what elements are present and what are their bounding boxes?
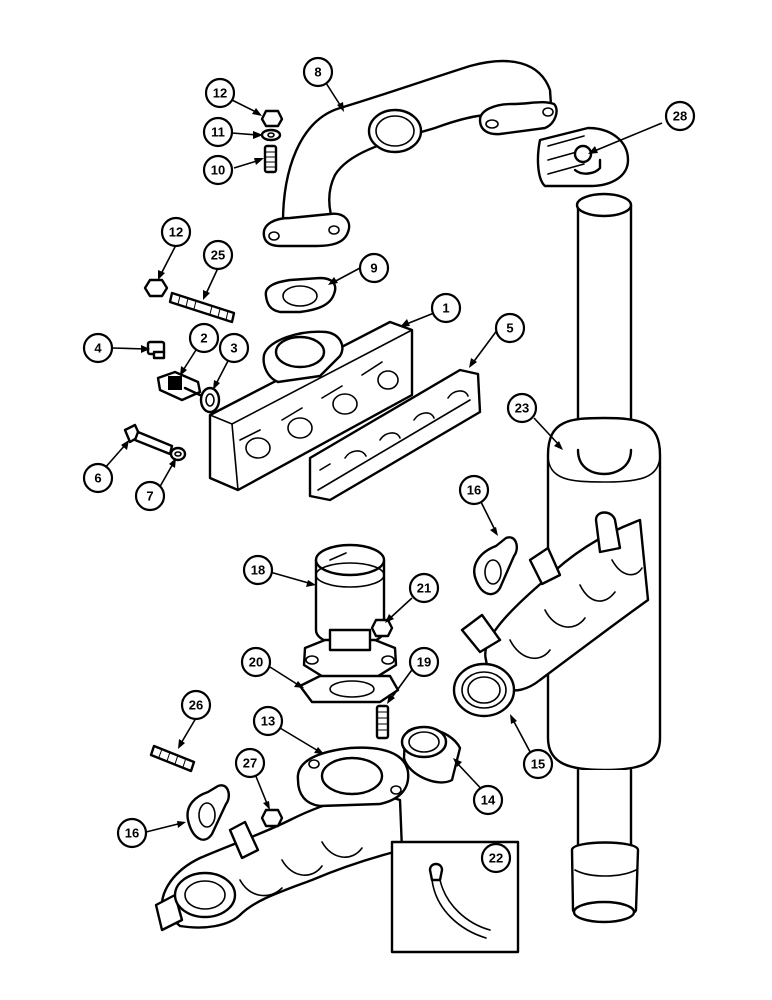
svg-text:16: 16 (125, 826, 139, 841)
callout-12-left: 12 (160, 216, 192, 248)
callout-7: 7 (134, 480, 166, 512)
washer-part-3 (199, 386, 221, 414)
svg-text:6: 6 (94, 471, 101, 486)
manifold-part-15 (452, 511, 650, 718)
connector-ring-part-14 (400, 725, 462, 784)
stud-part-19 (375, 704, 390, 740)
svg-text:10: 10 (211, 163, 225, 178)
svg-text:22: 22 (489, 851, 503, 866)
svg-text:7: 7 (146, 489, 153, 504)
nut-part-12-top (260, 109, 284, 128)
svg-text:1: 1 (442, 301, 449, 316)
svg-text:12: 12 (213, 86, 227, 101)
callout-11: 11 (202, 116, 234, 148)
callout-9: 9 (358, 252, 390, 284)
exhaust-manifold-part-1 (208, 320, 414, 492)
stud-part-25 (168, 291, 236, 324)
gasket-part-16-left (186, 784, 230, 841)
svg-text:18: 18 (251, 563, 265, 578)
bolt-part-6 (123, 423, 174, 456)
callout-23: 23 (506, 392, 538, 424)
svg-text:12: 12 (169, 225, 183, 240)
svg-text:20: 20 (249, 655, 263, 670)
nut-part-12-left (143, 278, 169, 298)
gasket-part-9 (264, 276, 337, 314)
svg-text:8: 8 (314, 65, 321, 80)
callout-3: 3 (218, 332, 250, 364)
svg-text:19: 19 (417, 655, 431, 670)
callout-25: 25 (202, 239, 234, 271)
callout-1: 1 (430, 292, 462, 324)
svg-text:4: 4 (94, 341, 102, 356)
svg-text:15: 15 (531, 757, 545, 772)
callout-27: 27 (234, 747, 266, 779)
svg-text:16: 16 (467, 483, 481, 498)
stud-part-10 (263, 144, 278, 174)
stud-part-26 (149, 744, 196, 773)
svg-text:14: 14 (481, 793, 496, 808)
callout-28: 28 (664, 100, 696, 132)
callout-16-right: 16 (458, 474, 490, 506)
callout-12-top: 12 (204, 77, 236, 109)
callout-19: 19 (408, 646, 440, 678)
adapter-part-18 (302, 543, 398, 680)
flange-gasket-part-20 (298, 674, 400, 704)
svg-text:27: 27 (243, 756, 257, 771)
washer-part-11 (260, 128, 282, 142)
svg-text:26: 26 (189, 698, 203, 713)
svg-text:2: 2 (200, 331, 207, 346)
lower-manifold-part-13 (154, 746, 410, 932)
svg-text:5: 5 (506, 321, 513, 336)
nut-part-27 (260, 808, 284, 828)
svg-text:11: 11 (211, 125, 225, 140)
svg-text:21: 21 (417, 581, 431, 596)
plug-part-4 (146, 340, 166, 360)
callout-8: 8 (302, 56, 334, 88)
callout-2: 2 (188, 322, 220, 354)
callout-16-left: 16 (116, 817, 148, 849)
svg-text:13: 13 (261, 714, 275, 729)
svg-text:3: 3 (230, 341, 237, 356)
svg-text:25: 25 (211, 248, 225, 263)
rain-cap-part-28 (536, 126, 630, 188)
callout-21: 21 (408, 572, 440, 604)
svg-text:28: 28 (673, 109, 687, 124)
manifold-gasket-part-5 (308, 368, 482, 502)
callout-4: 4 (82, 332, 114, 364)
sensor-part-2 (156, 370, 204, 402)
washer-part-7 (169, 446, 187, 462)
callout-14: 14 (472, 784, 504, 816)
elbow-pipe-part-8 (262, 59, 558, 248)
callout-20: 20 (240, 646, 272, 678)
svg-text:9: 9 (370, 261, 377, 276)
nut-part-21 (370, 618, 394, 638)
callout-15: 15 (522, 748, 554, 780)
callout-6: 6 (82, 462, 114, 494)
callout-5: 5 (494, 312, 526, 344)
callout-26: 26 (180, 689, 212, 721)
svg-text:23: 23 (515, 401, 529, 416)
gasket-part-16-right (473, 536, 518, 596)
callout-22: 22 (480, 842, 512, 874)
callout-13: 13 (252, 705, 284, 737)
callout-18: 18 (242, 554, 274, 586)
callout-10: 10 (202, 154, 234, 186)
